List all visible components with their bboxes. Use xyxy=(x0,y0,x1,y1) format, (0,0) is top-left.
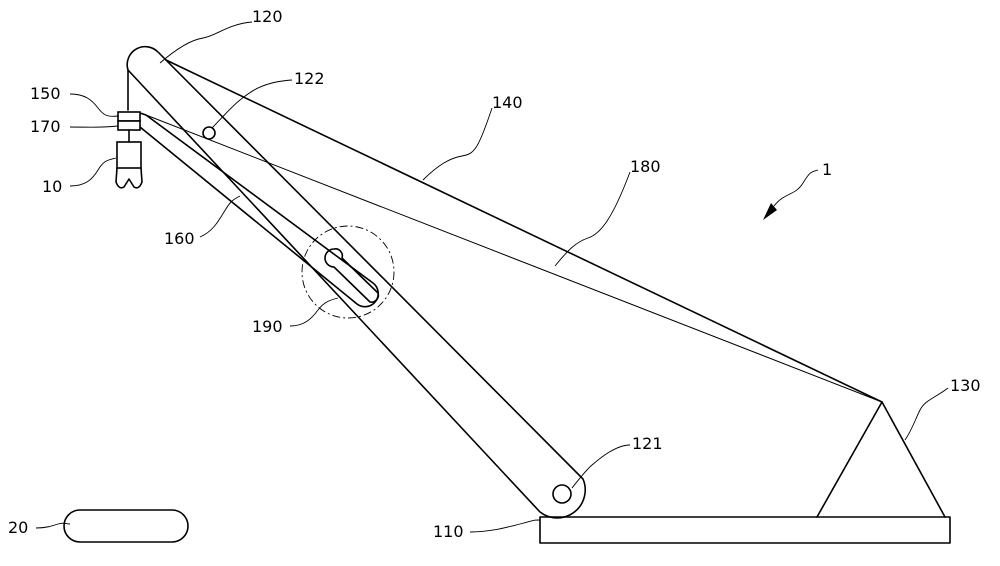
object-capsule xyxy=(64,510,188,542)
leader-120 xyxy=(160,22,252,63)
label-170: 170 xyxy=(30,117,61,136)
leader-110 xyxy=(470,520,540,532)
support-cable xyxy=(146,115,882,402)
label-120: 120 xyxy=(252,7,283,26)
leader-160 xyxy=(200,196,240,237)
label-122: 122 xyxy=(294,69,325,88)
head-block-170 xyxy=(118,121,140,130)
label-180: 180 xyxy=(630,157,661,176)
leader-170 xyxy=(70,126,118,127)
leader-20 xyxy=(36,523,70,528)
leader-121 xyxy=(572,445,630,488)
pin-122 xyxy=(203,127,215,139)
label-140: 140 xyxy=(492,93,523,112)
leader-10 xyxy=(70,158,116,186)
leader-130 xyxy=(905,388,948,440)
guide-slot xyxy=(325,249,378,302)
label-150: 150 xyxy=(30,84,61,103)
label-110: 110 xyxy=(433,522,464,541)
head-block-150 xyxy=(118,112,140,121)
gripper-claw xyxy=(116,168,142,188)
outer-boom xyxy=(166,60,882,402)
label-10: 10 xyxy=(42,177,62,196)
main-arm xyxy=(127,47,585,518)
label-190: 190 xyxy=(252,317,283,336)
label-121: 121 xyxy=(632,434,663,453)
leader-140 xyxy=(423,108,492,180)
label-1: 1 xyxy=(822,160,832,179)
label-160: 160 xyxy=(164,229,195,248)
leader-150 xyxy=(70,94,118,116)
assembly-arrow-shaft xyxy=(774,170,818,206)
tower-frame xyxy=(817,402,945,517)
label-20: 20 xyxy=(8,518,28,537)
leader-190 xyxy=(290,298,338,326)
label-130: 130 xyxy=(950,376,981,395)
base-plate xyxy=(540,517,950,543)
pin-121 xyxy=(553,485,571,503)
gripper-body xyxy=(117,142,141,168)
